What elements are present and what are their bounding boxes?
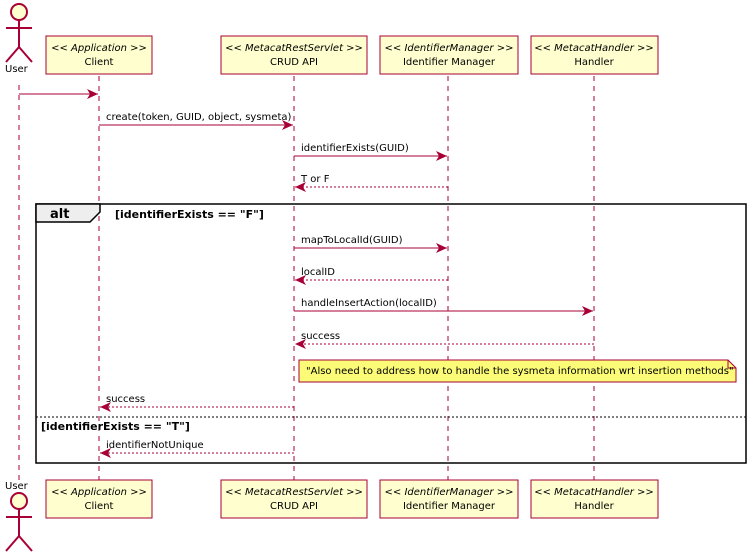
fragment-keyword: alt <box>50 207 69 222</box>
message-success-client: success <box>100 394 294 412</box>
message-handle-insert-action: handleInsertAction(localID) <box>294 298 593 316</box>
participant-name: Handler <box>574 501 614 512</box>
participant-crud-api: << MetacatRestServlet >> CRUD API <box>220 35 368 75</box>
participant-stereotype: << IdentifierManager >> <box>385 487 514 498</box>
message-label: localID <box>301 267 335 278</box>
participant-name: CRUD API <box>270 57 318 68</box>
messages: create(token, GUID, object, sysmeta) ide… <box>19 89 594 458</box>
message-success-handler: success <box>295 331 594 349</box>
alt-fragment: alt [identifierExists == "F"] [identifie… <box>35 203 747 464</box>
message-label: mapToLocalId(GUID) <box>301 235 403 246</box>
message-label: handleInsertAction(localID) <box>301 298 437 309</box>
participant-name: Identifier Manager <box>403 501 496 512</box>
participant-name: Client <box>85 57 114 68</box>
participant-identifier-manager-bottom: << IdentifierManager >> Identifier Manag… <box>379 479 519 519</box>
message-label: success <box>301 331 340 342</box>
actor-user-bottom <box>5 492 33 552</box>
message-label: T or F <box>300 174 330 185</box>
participant-name: Identifier Manager <box>403 57 496 68</box>
fragment-guard-2: [identifierExists == "T"] <box>41 420 190 433</box>
participant-handler-bottom: << MetacatHandler >> Handler <box>530 479 659 519</box>
message-map-to-local-id: mapToLocalId(GUID) <box>294 235 447 253</box>
participants-bottom: << Application >> Client << MetacatRestS… <box>45 479 659 519</box>
actor-label-top: User <box>5 64 29 75</box>
participant-identifier-manager: << IdentifierManager >> Identifier Manag… <box>379 35 519 75</box>
message-local-id: localID <box>295 267 448 285</box>
participant-stereotype: << Application >> <box>51 43 147 54</box>
message-create: create(token, GUID, object, sysmeta) <box>99 112 293 130</box>
participant-name: CRUD API <box>270 501 318 512</box>
lifelines <box>18 76 595 480</box>
actor-head <box>10 492 28 510</box>
fragment-header <box>35 203 101 223</box>
participant-stereotype: << MetacatRestServlet >> <box>225 43 363 54</box>
message-identifier-exists: identifierExists(GUID) <box>294 143 447 161</box>
message-t-or-f: T or F <box>295 174 448 192</box>
participant-stereotype: << MetacatHandler >> <box>534 487 654 498</box>
participant-name: Handler <box>574 57 614 68</box>
participant-stereotype: << Application >> <box>51 487 147 498</box>
fragment-frame <box>35 203 747 464</box>
participant-name: Client <box>85 501 114 512</box>
participant-crud-api-bottom: << MetacatRestServlet >> CRUD API <box>220 479 368 519</box>
note-text: "Also need to address how to handle the … <box>306 366 734 377</box>
message-identifier-not-unique: identifierNotUnique <box>100 440 294 458</box>
actor-head <box>10 3 28 21</box>
participant-stereotype: << IdentifierManager >> <box>385 43 514 54</box>
participant-client: << Application >> Client <box>45 35 153 75</box>
participant-stereotype: << MetacatHandler >> <box>534 43 654 54</box>
message-label: identifierNotUnique <box>106 440 204 451</box>
message-label: identifierExists(GUID) <box>301 143 409 154</box>
actor-user-top <box>5 3 33 63</box>
note: "Also need to address how to handle the … <box>298 359 737 383</box>
participant-client-bottom: << Application >> Client <box>45 479 153 519</box>
participant-handler: << MetacatHandler >> Handler <box>530 35 659 75</box>
actor-label-bottom: User <box>5 481 29 492</box>
message-label: success <box>106 394 145 405</box>
participants-top: << Application >> Client << MetacatRestS… <box>45 35 659 75</box>
message-label: create(token, GUID, object, sysmeta) <box>106 112 291 123</box>
fragment-guard-1: [identifierExists == "F"] <box>115 208 264 221</box>
participant-stereotype: << MetacatRestServlet >> <box>225 487 363 498</box>
